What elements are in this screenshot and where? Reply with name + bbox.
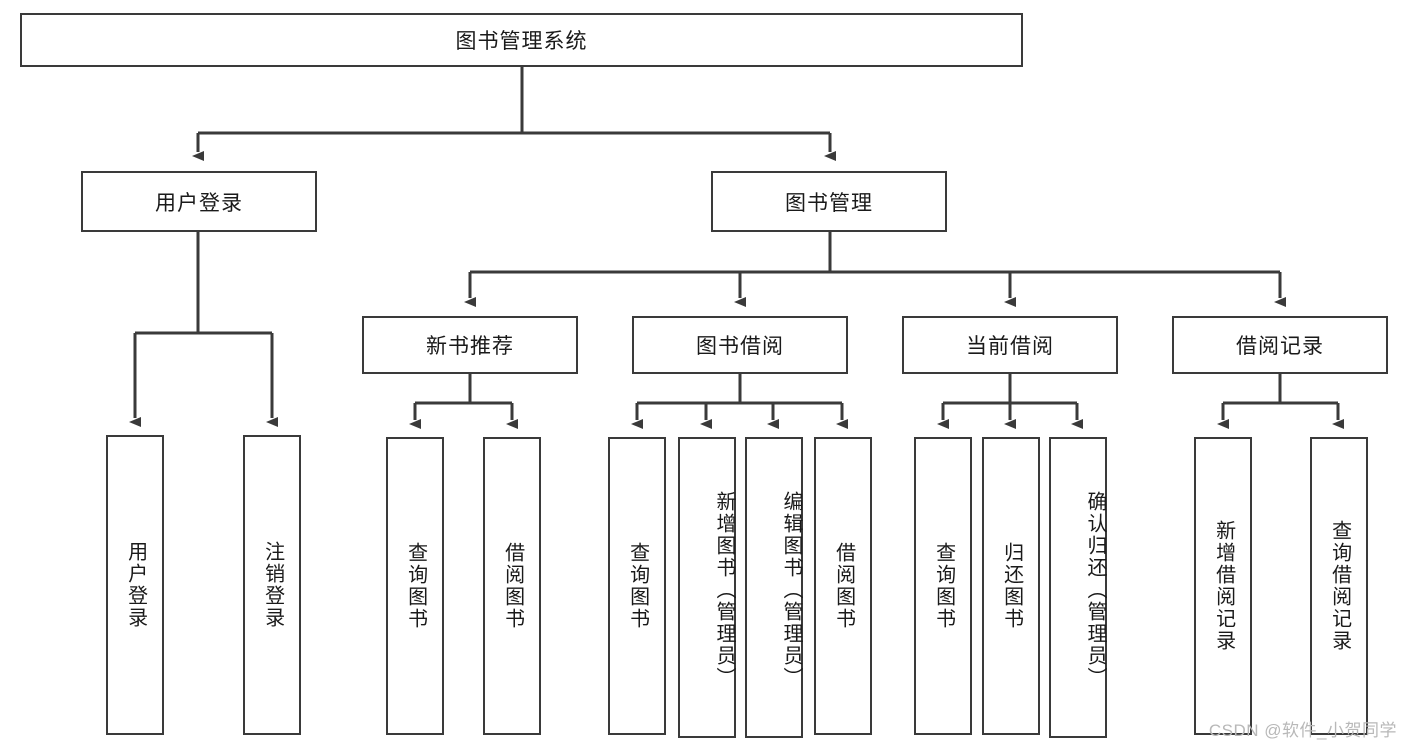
leaf-user-login[interactable]: 用户登录: [106, 435, 164, 735]
node-root[interactable]: 图书管理系统: [20, 13, 1023, 67]
node-book-management[interactable]: 图书管理: [711, 171, 947, 232]
leaf-query-book-1-label: 查询图书: [404, 542, 427, 630]
leaf-query-book-3-label: 查询图书: [932, 542, 955, 630]
leaf-query-book-2-label: 查询图书: [626, 542, 649, 630]
node-book-borrow-label: 图书借阅: [696, 335, 784, 358]
node-current-borrow-label: 当前借阅: [966, 335, 1054, 358]
leaf-return-book[interactable]: 归还图书: [982, 437, 1040, 735]
leaf-borrow-book-1-label: 借阅图书: [501, 542, 524, 630]
leaf-borrow-book-1[interactable]: 借阅图书: [483, 437, 541, 735]
node-user-login[interactable]: 用户登录: [81, 171, 317, 232]
node-book-borrow[interactable]: 图书借阅: [632, 316, 848, 374]
leaf-user-logout-label: 注销登录: [261, 541, 284, 629]
leaf-borrow-book-2[interactable]: 借阅图书: [814, 437, 872, 735]
node-borrow-record[interactable]: 借阅记录: [1172, 316, 1388, 374]
node-user-login-label: 用户登录: [155, 191, 243, 215]
node-new-book-recommend[interactable]: 新书推荐: [362, 316, 578, 374]
leaf-query-book-1[interactable]: 查询图书: [386, 437, 444, 735]
leaf-edit-book-label: 编辑图书（管理员）: [780, 490, 802, 689]
leaf-edit-book[interactable]: 编辑图书（管理员）: [745, 437, 803, 738]
leaf-query-book-2[interactable]: 查询图书: [608, 437, 666, 735]
leaf-add-record-label: 新增借阅记录: [1212, 520, 1235, 652]
leaf-query-book-3[interactable]: 查询图书: [914, 437, 972, 735]
leaf-add-book-label: 新增图书（管理员）: [713, 490, 735, 689]
leaf-query-record[interactable]: 查询借阅记录: [1310, 437, 1368, 735]
leaf-user-login-label: 用户登录: [124, 541, 147, 629]
leaf-query-record-label: 查询借阅记录: [1328, 520, 1351, 652]
node-new-book-recommend-label: 新书推荐: [426, 335, 514, 358]
node-current-borrow[interactable]: 当前借阅: [902, 316, 1118, 374]
node-root-label: 图书管理系统: [455, 30, 588, 53]
leaf-add-record[interactable]: 新增借阅记录: [1194, 437, 1252, 735]
leaf-borrow-book-2-label: 借阅图书: [832, 542, 855, 630]
leaf-add-book[interactable]: 新增图书（管理员）: [678, 437, 736, 738]
leaf-confirm-return-label: 确认归还（管理员）: [1084, 490, 1106, 689]
leaf-user-logout[interactable]: 注销登录: [243, 435, 301, 735]
leaf-confirm-return[interactable]: 确认归还（管理员）: [1049, 437, 1107, 738]
node-borrow-record-label: 借阅记录: [1236, 335, 1324, 358]
node-book-management-label: 图书管理: [785, 191, 873, 215]
leaf-return-book-label: 归还图书: [1000, 542, 1023, 630]
